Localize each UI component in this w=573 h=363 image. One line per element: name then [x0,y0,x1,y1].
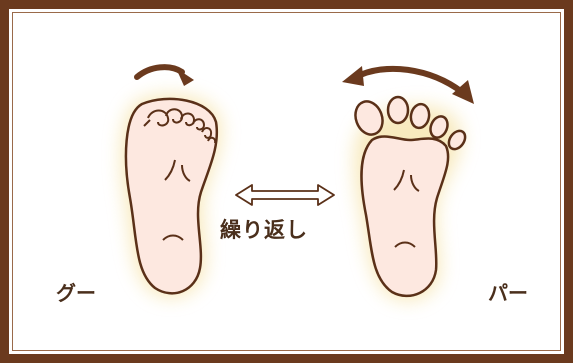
curl-arrow-icon [134,64,194,86]
label-repeat: 繰り返し [220,218,308,242]
curled-toes [143,108,217,144]
spread-arrow-icon [342,65,474,104]
left-foot-curled [120,94,222,298]
label-gu: グー [56,281,96,305]
spread-toes [354,95,467,151]
label-pa: パー [488,281,528,305]
right-foot-spread [354,95,467,301]
repeat-double-arrow-icon [235,184,335,206]
